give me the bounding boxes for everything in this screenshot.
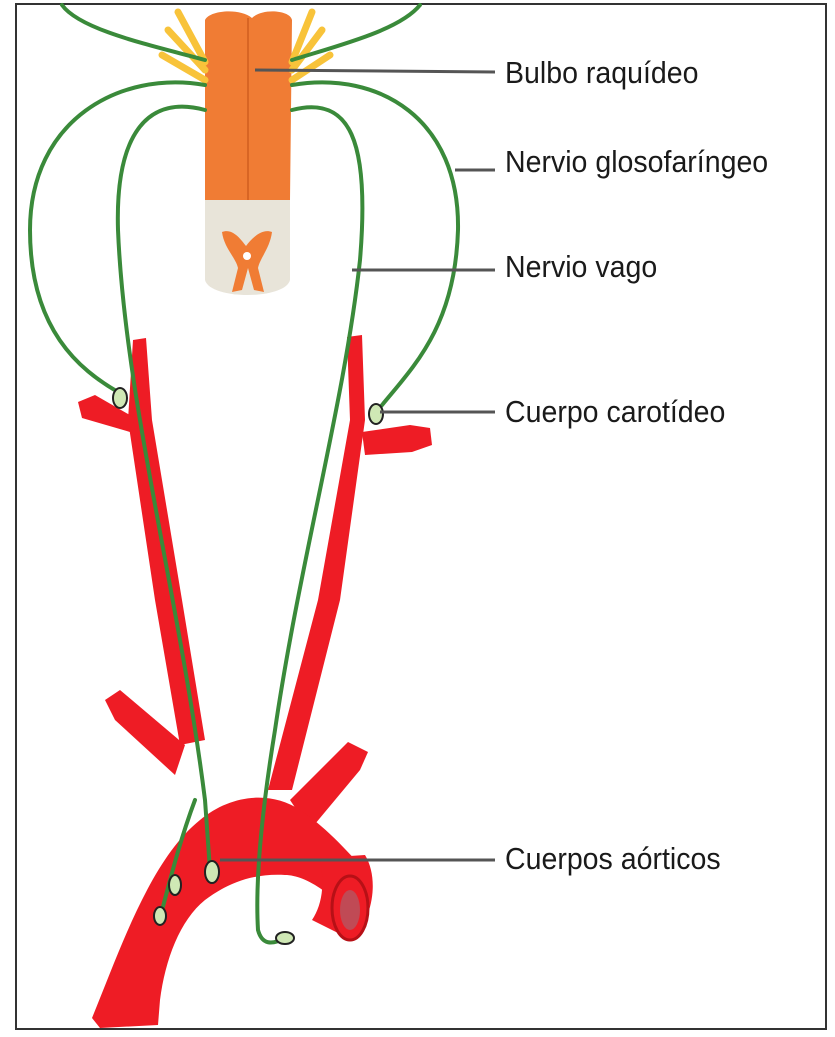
arteries (78, 335, 432, 1028)
left-carotid-artery (128, 338, 205, 745)
label-medulla: Bulbo raquídeo (505, 57, 698, 88)
aortic-body-4 (276, 932, 294, 944)
nerve-roots-left (162, 12, 205, 80)
label-carotid-body: Cuerpo carotídeo (505, 396, 725, 427)
leader-bulbo (255, 70, 495, 72)
aorta-lumen (340, 890, 360, 930)
central-canal (243, 252, 251, 260)
right-carotid-branch (362, 425, 432, 455)
label-vagus-nerve: Nervio vago (505, 251, 657, 282)
label-aortic-bodies: Cuerpos aórticos (505, 843, 721, 874)
right-glossopharyngeal-nerve (292, 82, 458, 410)
aortic-body-1 (205, 861, 219, 883)
left-carotid-body (113, 388, 127, 408)
right-carotid-body (369, 404, 383, 424)
aortic-body-3 (154, 907, 166, 925)
label-glossopharyngeal-nerve: Nervio glosofaríngeo (505, 146, 768, 177)
aortic-body-2 (169, 875, 181, 895)
right-carotid-artery (268, 335, 365, 790)
